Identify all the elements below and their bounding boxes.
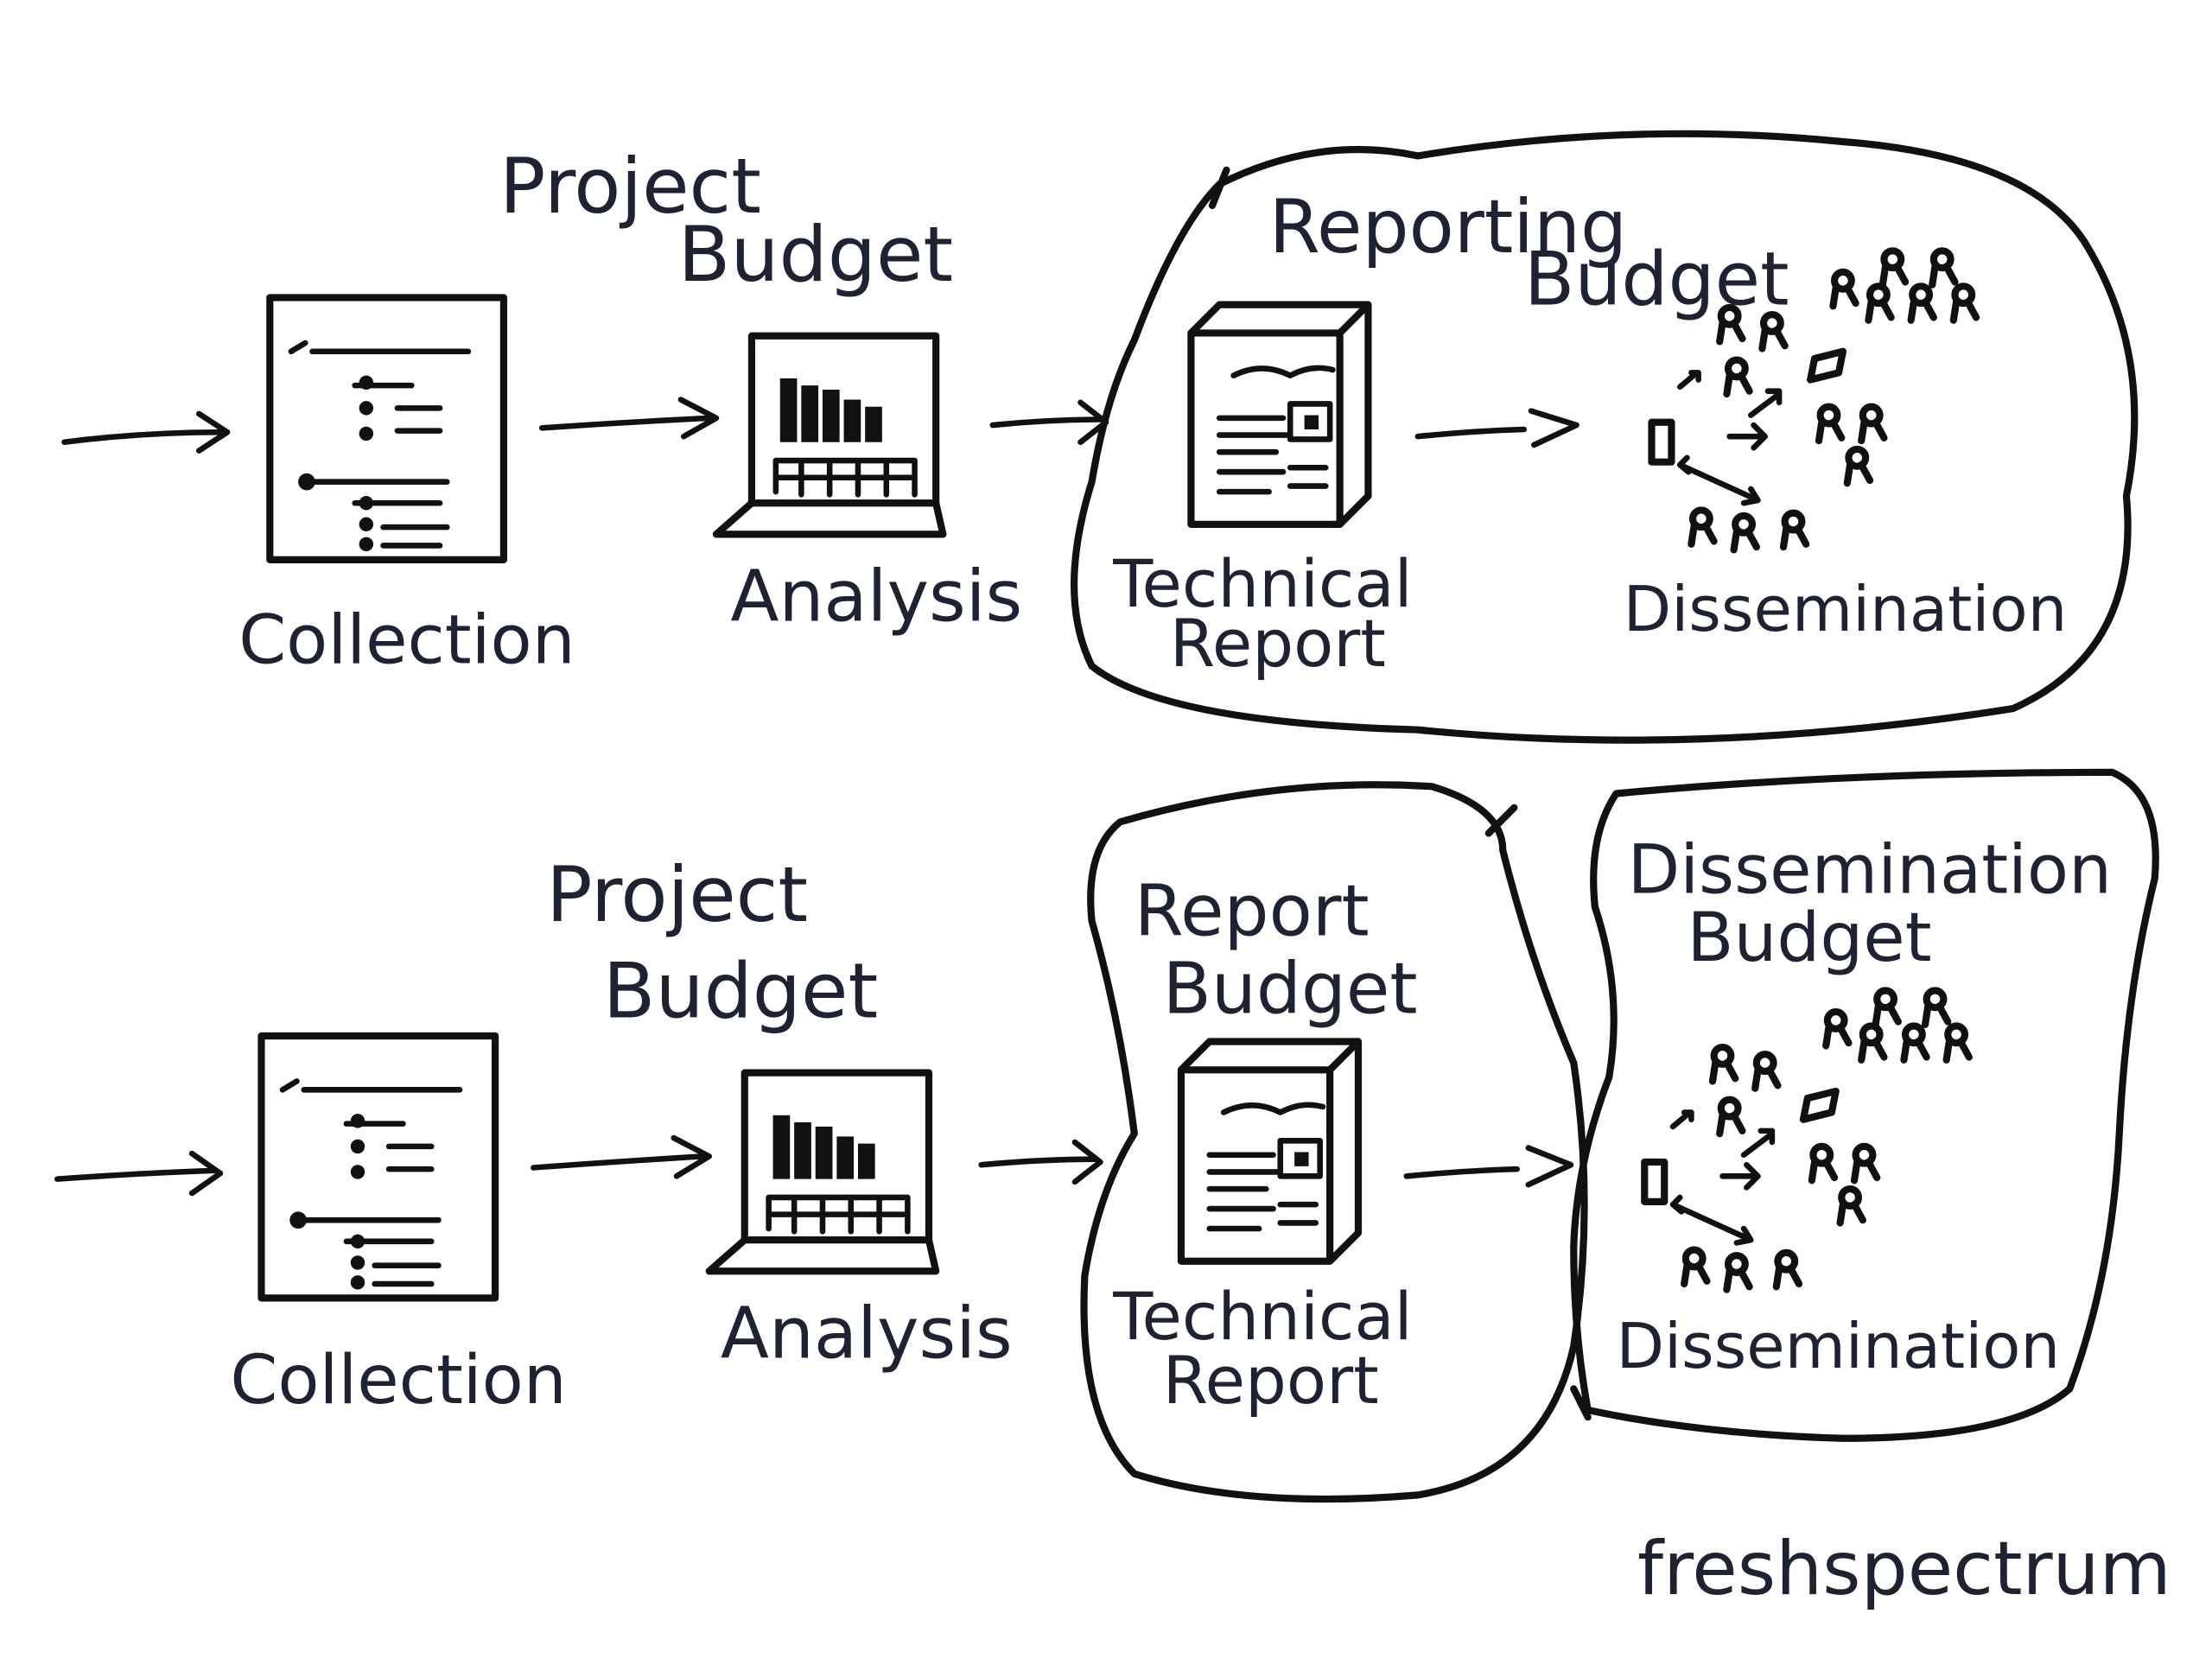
- arrow-icon: [1403, 1145, 1574, 1188]
- person-icon: [1947, 1026, 1969, 1059]
- analysis-label: Analysis: [721, 1293, 1013, 1375]
- person-icon: [1932, 251, 1955, 284]
- collection-label: Collection: [230, 1340, 566, 1420]
- project-budget-line2: Budget: [678, 210, 953, 299]
- technical-report-line2: Report: [1170, 606, 1386, 682]
- person-icon: [1868, 286, 1891, 320]
- person-icon: [1783, 513, 1806, 547]
- row-2: Collection Project Budget Analysis Repor…: [54, 768, 2159, 1503]
- report-budget-line1: Report: [1135, 871, 1370, 953]
- arrow-icon: [531, 1134, 713, 1179]
- person-icon: [1726, 1255, 1749, 1289]
- device-arrows-icon: [1644, 1091, 1835, 1242]
- person-icon: [1925, 990, 1948, 1024]
- analysis-label: Analysis: [730, 556, 1022, 638]
- arrow-icon: [54, 1150, 224, 1197]
- person-icon: [1904, 1026, 1926, 1059]
- arrow-icon: [538, 397, 720, 440]
- analysis-laptop-icon: [709, 1073, 936, 1272]
- reporting-budget-line2: Budget: [1524, 238, 1789, 323]
- dissemination-crowd-icon: [1644, 990, 1969, 1289]
- arrow-icon: [61, 410, 231, 454]
- dissemination-budget-boundary: [1570, 768, 2159, 1442]
- project-budget-line2: Budget: [603, 947, 878, 1036]
- arrow-icon: [989, 399, 1109, 446]
- person-icon: [1954, 286, 1976, 320]
- collection-label: Collection: [238, 600, 575, 680]
- person-icon: [1833, 272, 1855, 306]
- person-icon: [1684, 1250, 1707, 1284]
- person-icon: [1755, 1054, 1777, 1088]
- person-icon: [1883, 251, 1905, 284]
- dissemination-budget-line1: Dissemination: [1628, 829, 2112, 909]
- device-arrows-icon: [1651, 352, 1842, 503]
- technical-report-line1: Technical: [1112, 546, 1412, 622]
- person-icon: [1734, 516, 1757, 549]
- project-budget-line1: Project: [546, 850, 808, 939]
- person-icon: [1826, 1012, 1848, 1045]
- report-budget-line2: Budget: [1163, 949, 1418, 1031]
- person-icon: [1861, 1026, 1884, 1059]
- dissemination-label: Dissemination: [1616, 1311, 2060, 1383]
- reporting-budget-line1: Reporting: [1269, 185, 1628, 270]
- technical-report-book-icon: [1191, 305, 1368, 524]
- collection-document-icon: [270, 297, 504, 559]
- person-icon: [1911, 286, 1934, 320]
- dissemination-label: Dissemination: [1624, 574, 2068, 646]
- person-icon: [1861, 407, 1884, 441]
- technical-report-book-icon: [1181, 1042, 1358, 1261]
- technical-report-line1: Technical: [1112, 1279, 1412, 1355]
- person-icon: [1840, 1189, 1863, 1223]
- reporting-budget-boundary: [1071, 130, 2139, 744]
- person-icon: [1691, 510, 1713, 543]
- person-icon: [1812, 1147, 1834, 1180]
- dissemination-budget-line2: Budget: [1687, 898, 1931, 977]
- person-icon: [1719, 1100, 1742, 1134]
- person-icon: [1819, 407, 1841, 441]
- collection-document-icon: [261, 1036, 495, 1298]
- person-icon: [1854, 1147, 1877, 1180]
- arrow-icon: [1414, 408, 1580, 448]
- analysis-laptop-icon: [716, 336, 943, 535]
- row-1: Collection Project Budget Analysis Repor…: [61, 130, 2139, 744]
- person-icon: [1777, 1253, 1799, 1286]
- person-icon: [1876, 990, 1898, 1024]
- brand-signature: freshspectrum: [1637, 1527, 2171, 1612]
- person-icon: [1726, 360, 1749, 394]
- arrow-icon: [978, 1139, 1103, 1185]
- person-icon: [1713, 1047, 1735, 1081]
- person-icon: [1847, 449, 1870, 483]
- report-budget-boundary: [1080, 781, 1588, 1503]
- technical-report-line2: Report: [1163, 1343, 1379, 1419]
- project-budget-line1: Project: [499, 142, 761, 231]
